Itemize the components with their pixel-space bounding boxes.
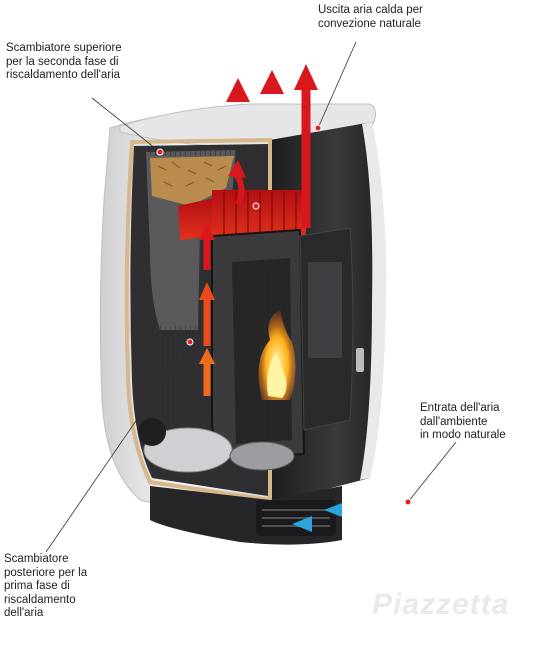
burner-pot [229,441,295,471]
label-warm-air-outlet: Uscita aria calda per convezione natural… [318,4,423,30]
brand-watermark: Piazzetta [372,588,510,621]
label-upper-exchanger: Scambiatore superiore per la seconda fas… [6,42,122,81]
label-rear-exchanger: Scambiatore posteriore per la prima fase… [4,553,88,619]
cold-air-arrows [292,503,430,532]
fan-housing [143,427,233,473]
pellet-texture [157,161,227,187]
hot-air-arrows [226,64,318,238]
top-grille [150,146,242,156]
flame-core [267,352,287,398]
fan-motor [138,418,166,446]
insulation-edge [124,137,272,503]
marker-dots [156,124,412,506]
leader-lines [45,41,457,553]
label-air-inlet: Entrata dell'aria dall'ambiente in modo … [420,402,506,441]
warm-air-arrows [199,160,246,396]
door-handle [356,348,364,372]
front-white-edge [360,122,387,480]
door-glass [308,262,342,358]
